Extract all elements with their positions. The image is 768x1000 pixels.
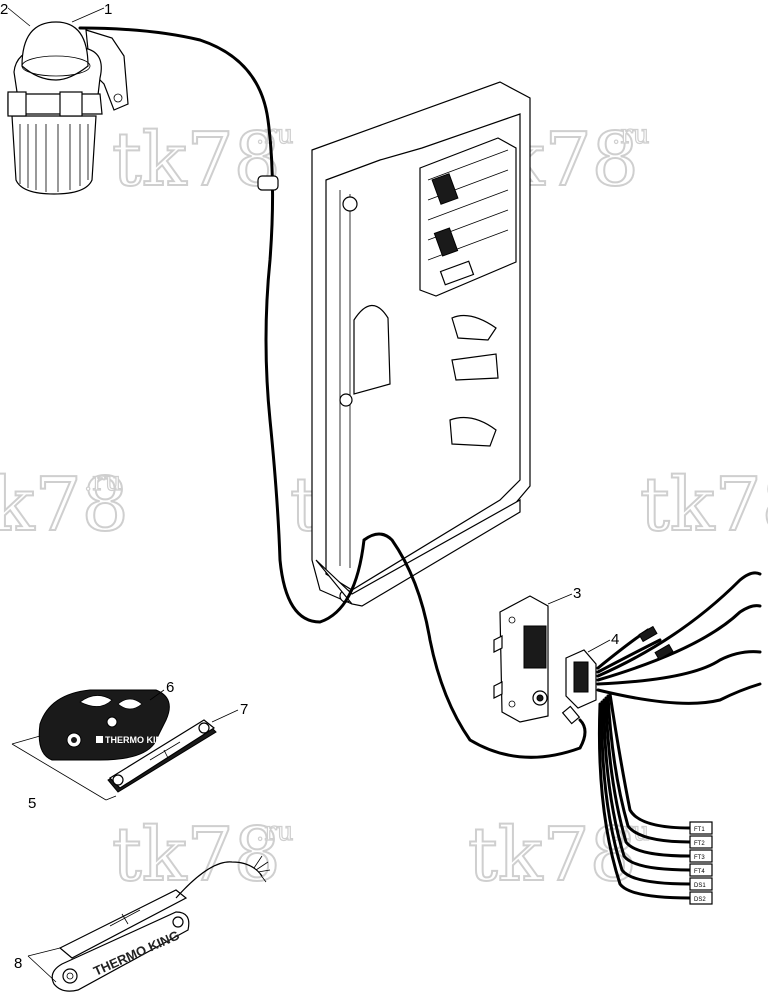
terminal-tag: FT1 xyxy=(694,827,705,833)
terminal-tag: FT4 xyxy=(694,869,705,875)
watermark-main: tk78 xyxy=(112,117,281,203)
watermark-suffix: .ru xyxy=(84,467,121,497)
terminal-tag: DS2 xyxy=(694,897,706,903)
sensor-assembly xyxy=(7,21,129,195)
wire-harness xyxy=(565,571,762,900)
group-bracket xyxy=(11,735,117,801)
callout-1: 1 xyxy=(104,1,112,18)
brand-logo-text: THERMO KING xyxy=(105,735,169,745)
sensor-cable xyxy=(78,26,587,759)
watermark-main: tk78 xyxy=(640,462,768,548)
magnet-strip xyxy=(107,719,217,793)
callout-4: 4 xyxy=(611,631,619,648)
watermark-suffix: .ru xyxy=(612,120,649,150)
terminal-tag: FT3 xyxy=(694,855,705,861)
callout-5: 5 xyxy=(28,795,36,812)
terminal-tag: DS1 xyxy=(694,883,706,889)
sensor-cover: THERMO KING xyxy=(38,689,170,761)
terminal-tag: FT2 xyxy=(694,841,705,847)
callout-labels: 1 2 3 4 5 6 7 8 xyxy=(0,1,619,972)
callout-2: 2 xyxy=(0,1,8,18)
connector-panel xyxy=(493,595,581,725)
cable-clamp xyxy=(257,175,279,191)
control-box xyxy=(311,81,531,607)
callout-6: 6 xyxy=(166,679,174,696)
leader-lines xyxy=(7,7,611,983)
watermark-main: tk78 xyxy=(112,812,281,898)
callout-3: 3 xyxy=(573,585,581,602)
watermark-main: tk78 xyxy=(468,812,637,898)
terminal-tags: FT1 FT2 FT3 FT4 DS1 DS2 xyxy=(689,821,713,905)
watermark-main: tk78 xyxy=(0,462,129,548)
callout-8: 8 xyxy=(14,955,22,972)
callout-7: 7 xyxy=(240,701,248,718)
watermark-suffix: .ru xyxy=(256,120,293,150)
watermark-suffix: .ru xyxy=(256,817,293,847)
